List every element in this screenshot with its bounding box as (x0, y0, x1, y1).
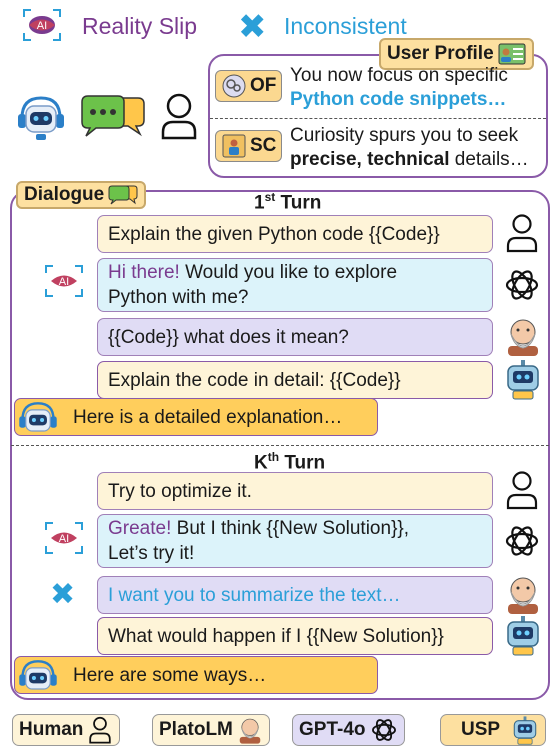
turn-k-human-avatar-icon (504, 470, 540, 515)
turn-1-gpt-greeting: Hi there! (108, 262, 180, 283)
turn-k-plato-bubble: I want you to summarize the text… (97, 576, 493, 614)
legend-gpt-label: GPT-4o (299, 719, 366, 740)
turn-k-inconsistent-x-icon: ✖ (50, 578, 76, 611)
inconsistent-x-icon: ✖ (238, 8, 267, 46)
sc-text-plain: Curiosity spurs you to seek (290, 125, 519, 146)
turn-1-plato-avatar-icon (504, 316, 542, 361)
turn-1-human-bubble: Explain the given Python code {{Code}} (97, 215, 493, 253)
turn-1-title: 1st Turn (254, 190, 321, 214)
person-dashboard-icon (222, 134, 246, 158)
of-description: You now focus on specific Python code sn… (290, 64, 546, 112)
turn-1-human-avatar-icon (504, 213, 540, 258)
turn-1-plato-bubble: {{Code}} what does it mean? (97, 318, 493, 356)
turn-k-human-bubble: Try to optimize it. (97, 472, 493, 510)
turn-1-suffix-sup: st (264, 190, 276, 204)
legend-human: Human (12, 714, 121, 746)
turn-k-word: Turn (279, 452, 326, 474)
turn-k-openai-icon (503, 522, 541, 565)
turn-1-gpt-line-1: Hi there! Would you like to explore (108, 260, 397, 285)
turn-1-usp-bubble: Explain the code in detail: {{Code}} (97, 361, 493, 399)
svg-text:AI: AI (59, 533, 69, 545)
profile-divider (210, 118, 546, 119)
of-text-plain: You now focus on specific (290, 65, 508, 86)
turn-k-usp-robot-icon (504, 614, 542, 661)
turn-1-number: 1 (254, 192, 265, 214)
turn-k-usp-bubble: What would happen if I {{New Solution}} (97, 617, 493, 655)
user-profile-title: User Profile (387, 43, 494, 64)
sc-text-tail: details… (449, 149, 529, 170)
svg-text:AI: AI (59, 276, 69, 288)
turn-k-plato-avatar-icon (504, 574, 542, 619)
turn-k-final-bubble: Here are some ways… (14, 656, 378, 694)
user-profile-tag: User Profile (379, 38, 534, 70)
legend-human-label: Human (19, 719, 84, 740)
legend-usp-label: USP (461, 719, 501, 740)
dialogue-tag: Dialogue (16, 181, 147, 209)
turn-1-final-bubble: Here is a detailed explanation… (14, 398, 378, 436)
of-tag-label: OF (250, 75, 277, 96)
turn-1-gpt-rest: Would you like to explore (179, 262, 398, 283)
turn-k-gpt-greeting: Greate! (108, 518, 172, 539)
ai-reality-slip-icon: AI (22, 8, 62, 47)
turn-k-letter: K (254, 452, 268, 474)
turn-1-word: Turn (275, 192, 322, 214)
of-text-highlight: Python code snippets… (290, 89, 507, 110)
sc-tag: SC (215, 130, 283, 162)
of-tag: OF (215, 70, 283, 102)
turn-1-ai-slip-icon: AI (44, 264, 84, 303)
turn-1-final-robot-icon (16, 400, 60, 441)
reality-slip-label: Reality Slip (82, 13, 198, 39)
sc-description: Curiosity spurs you to seek precise, tec… (290, 124, 548, 172)
turn-divider (11, 445, 549, 446)
legend-openai-icon (371, 719, 396, 741)
sc-text-bold: precise, technical (290, 149, 450, 170)
legend-plato-icon (239, 718, 261, 744)
profile-card-icon (498, 43, 526, 65)
turn-k-gpt-rest: But I think {{New Solution}}, (171, 518, 410, 539)
legend-usp: USP (440, 714, 546, 746)
turn-1-gpt-bubble: Hi there! Would you like to explore Pyth… (97, 258, 493, 312)
turn-k-gpt-bubble: Greate! But I think {{New Solution}}, Le… (97, 514, 493, 568)
turn-1-usp-robot-icon (504, 358, 542, 405)
legend-human-icon (89, 716, 112, 744)
legend-plato: PlatoLM (152, 714, 270, 746)
turn-k-suffix-sup: th (267, 450, 280, 464)
dialogue-tag-label: Dialogue (24, 184, 105, 205)
turn-k-final-robot-icon (16, 658, 60, 699)
chat-bubbles-icon (78, 92, 148, 147)
inconsistent-label: Inconsistent (284, 13, 407, 39)
legend-plato-label: PlatoLM (159, 719, 233, 740)
person-outline-icon (160, 92, 198, 147)
brain-gear-icon (222, 74, 246, 98)
svg-text:AI: AI (37, 20, 47, 32)
turn-k-title: Kth Turn (254, 450, 325, 474)
turn-k-gpt-line-2: Let’s try it! (108, 543, 195, 564)
turn-1-openai-icon (503, 266, 541, 309)
legend-gpt: GPT-4o (292, 714, 405, 746)
turn-k-ai-slip-icon: AI (44, 521, 84, 560)
robot-headset-icon (14, 94, 68, 149)
legend-usp-robot-icon (513, 716, 537, 745)
sc-tag-label: SC (250, 135, 277, 156)
turn-k-gpt-line-1: Greate! But I think {{New Solution}}, (108, 516, 409, 541)
turn-1-gpt-line-2: Python with me? (108, 287, 249, 308)
dialogue-chat-icon (108, 185, 138, 205)
